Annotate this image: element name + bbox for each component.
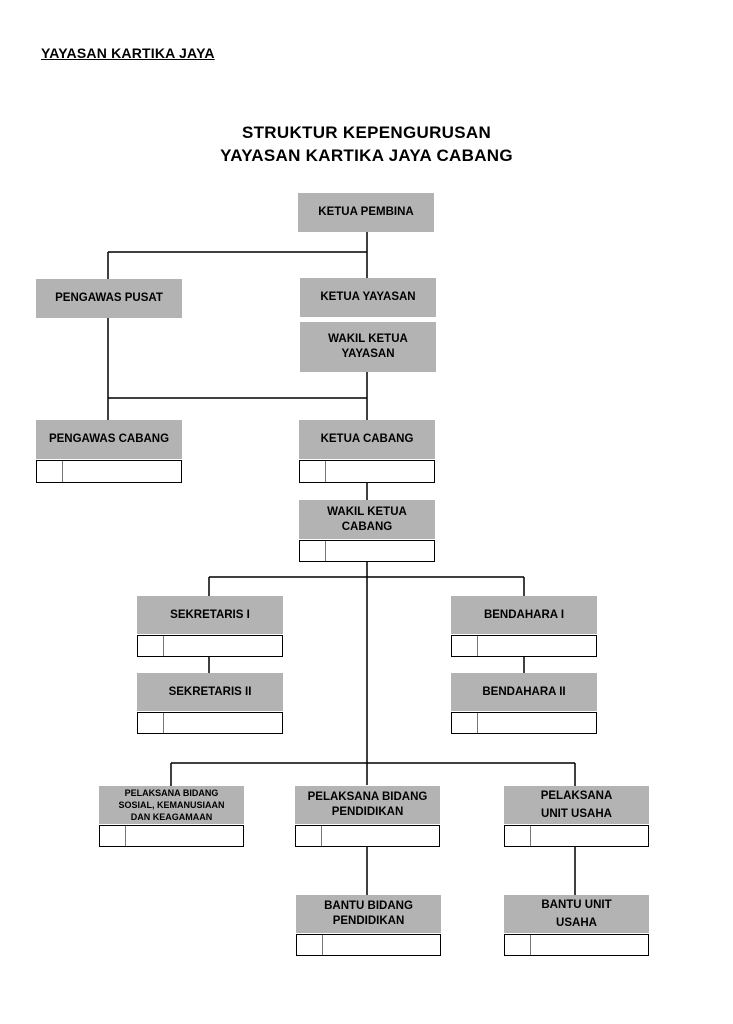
- box-pelaksana-bidang-sosial: PELAKSANA BIDANG SOSIAL, KEMANUSIAAN DAN…: [99, 786, 244, 824]
- label-wakil-ketua-yayasan-line-2: YAYASAN: [341, 348, 395, 360]
- name-field-cell: [452, 636, 478, 656]
- name-field-cell: [300, 461, 326, 482]
- name-field-cell: [138, 636, 164, 656]
- label-pengawas-pusat: PENGAWAS PUSAT: [55, 292, 163, 304]
- label-pelaksana-usaha-line-1: PELAKSANA: [540, 790, 613, 802]
- label-pelaksana-sosial-line-3: DAN KEAGAMAAN: [130, 812, 213, 822]
- label-wakil-ketua-cabang-line-2: CABANG: [341, 520, 393, 533]
- name-field-cell: [100, 826, 126, 846]
- label-pelaksana-pendidikan-line-1: PELAKSANA BIDANG: [307, 791, 428, 803]
- name-field-wakil-ketua-cabang: [299, 540, 435, 562]
- label-bendahara-1: BENDAHARA I: [483, 608, 565, 621]
- name-field-pelaksana-unit-usaha: [504, 825, 649, 847]
- name-field-bendahara-2: [451, 712, 597, 734]
- label-ketua-pembina: KETUA PEMBINA: [318, 206, 414, 218]
- chart-title-line-2: YAYASAN KARTIKA JAYA CABANG: [220, 146, 513, 165]
- box-ketua-yayasan: KETUA YAYASAN: [300, 278, 436, 317]
- label-sekretaris-1: SEKRETARIS I: [170, 608, 250, 621]
- name-field-pelaksana-bidang-pendidikan: [295, 825, 440, 847]
- name-field-sekretaris-2: [137, 712, 283, 734]
- box-bantu-unit-usaha: BANTU UNIT USAHA: [504, 895, 649, 933]
- box-bendahara-1: BENDAHARA I: [451, 596, 597, 634]
- name-field-cell: [297, 935, 323, 955]
- name-field-cell: [452, 713, 478, 733]
- name-field-cell: [300, 541, 326, 561]
- label-bantu-pendidikan-line-1: BANTU BIDANG: [324, 900, 413, 912]
- name-field-cell: [505, 935, 531, 955]
- name-field-cell: [138, 713, 164, 733]
- box-ketua-pembina: KETUA PEMBINA: [298, 193, 434, 232]
- name-field-ketua-cabang: [299, 460, 435, 483]
- label-wakil-ketua-yayasan-line-1: WAKIL KETUA: [328, 333, 408, 345]
- box-pengawas-cabang: PENGAWAS CABANG: [36, 420, 182, 459]
- box-pelaksana-unit-usaha: PELAKSANA UNIT USAHA: [504, 786, 649, 824]
- name-field-cell: [37, 461, 63, 482]
- label-pelaksana-sosial-line-1: PELAKSANA BIDANG: [124, 788, 219, 798]
- chart-title-line-1: STRUKTUR KEPENGURUSAN: [241, 123, 492, 142]
- label-pelaksana-sosial-line-2: SOSIAL, KEMANUSIAAN: [118, 800, 225, 810]
- name-field-bantu-unit-usaha: [504, 934, 649, 956]
- label-sekretaris-2: SEKRETARIS II: [168, 685, 252, 698]
- box-bantu-bidang-pendidikan: BANTU BIDANG PENDIDIKAN: [296, 895, 441, 933]
- label-bantu-usaha-line-1: BANTU UNIT: [541, 899, 612, 911]
- box-wakil-ketua-yayasan: WAKIL KETUA YAYASAN: [300, 322, 436, 372]
- name-field-pelaksana-bidang-sosial: [99, 825, 244, 847]
- label-bantu-usaha-line-2: USAHA: [556, 917, 597, 929]
- box-wakil-ketua-cabang: WAKIL KETUA CABANG: [299, 500, 435, 539]
- box-sekretaris-2: SEKRETARIS II: [137, 673, 283, 711]
- name-field-sekretaris-1: [137, 635, 283, 657]
- box-bendahara-2: BENDAHARA II: [451, 673, 597, 711]
- name-field-bantu-bidang-pendidikan: [296, 934, 441, 956]
- box-pelaksana-bidang-pendidikan: PELAKSANA BIDANG PENDIDIKAN: [295, 786, 440, 824]
- organization-name: YAYASAN KARTIKA JAYA: [41, 45, 215, 61]
- label-ketua-yayasan: KETUA YAYASAN: [320, 291, 416, 303]
- label-pelaksana-pendidikan-line-2: PENDIDIKAN: [331, 806, 404, 818]
- name-field-bendahara-1: [451, 635, 597, 657]
- label-bantu-pendidikan-line-2: PENDIDIKAN: [332, 915, 405, 927]
- label-ketua-cabang: KETUA CABANG: [320, 433, 414, 445]
- label-pengawas-cabang: PENGAWAS CABANG: [48, 433, 170, 445]
- name-field-cell: [296, 826, 322, 846]
- label-wakil-ketua-cabang-line-1: WAKIL KETUA: [327, 505, 407, 518]
- box-ketua-cabang: KETUA CABANG: [299, 420, 435, 459]
- box-sekretaris-1: SEKRETARIS I: [137, 596, 283, 634]
- name-field-cell: [505, 826, 531, 846]
- label-pelaksana-usaha-line-2: UNIT USAHA: [541, 808, 612, 820]
- label-bendahara-2: BENDAHARA II: [482, 685, 566, 698]
- name-field-pengawas-cabang: [36, 460, 182, 483]
- box-pengawas-pusat: PENGAWAS PUSAT: [36, 279, 182, 318]
